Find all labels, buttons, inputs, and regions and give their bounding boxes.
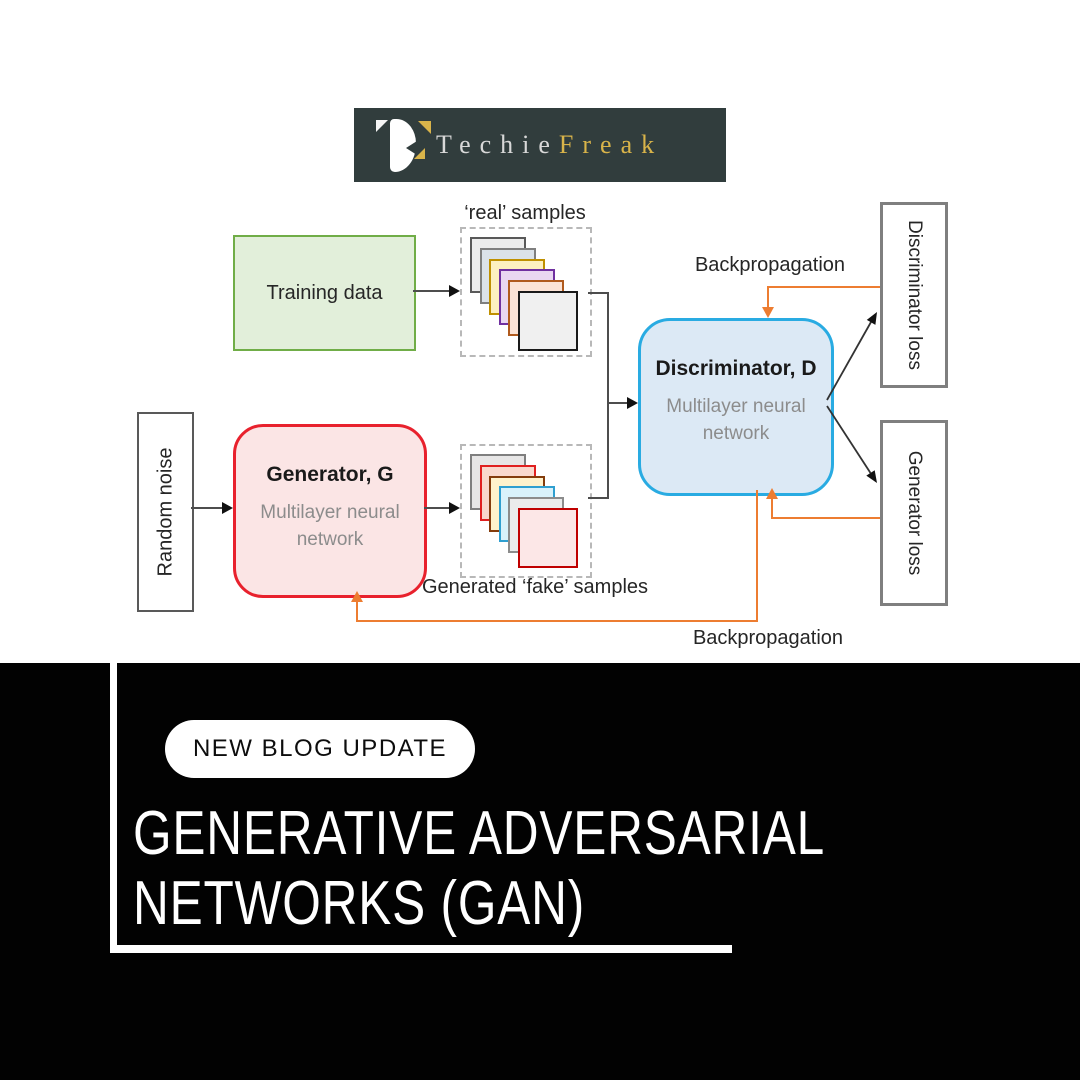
- line-fake-stub: [588, 497, 609, 499]
- line-samples-merge: [607, 292, 609, 499]
- real-samples-stack: [460, 227, 592, 357]
- sample-square: [518, 291, 578, 351]
- fake-samples-label: Generated ‘fake’ samples: [421, 576, 649, 598]
- backprop-genloss-arrowhead: [766, 488, 778, 499]
- backprop-top-arrowhead: [762, 307, 774, 318]
- line-real-stub: [588, 292, 609, 294]
- backprop-genloss-hline: [772, 517, 880, 519]
- post-title-line1: GENERATIVE ADVERSARIAL: [133, 799, 825, 868]
- banner-frame-underline: [110, 945, 732, 953]
- arrowhead-generator-to-fake: [449, 502, 460, 514]
- backprop-bottom-vline-left: [356, 601, 358, 622]
- generator-loss-box: Generator loss: [880, 420, 948, 606]
- logo-monogram-accent-white: [376, 120, 388, 132]
- backprop-bottom-hline: [356, 620, 758, 622]
- random-noise-label: Random noise: [154, 447, 176, 577]
- arrowhead-noise-to-generator: [222, 502, 233, 514]
- backprop-genloss-vline: [771, 499, 773, 519]
- logo-word-freak: Freak: [558, 130, 664, 159]
- training-data-label: Training data: [266, 281, 383, 304]
- backprop-top-hline: [768, 286, 880, 288]
- discriminator-box: Discriminator, D Multilayer neural netwo…: [638, 318, 834, 496]
- generator-title: Generator, G: [266, 463, 394, 486]
- discriminator-title: Discriminator, D: [655, 357, 817, 380]
- backprop-bottom-label: Backpropagation: [692, 627, 844, 649]
- banner-frame-vertical-line: [110, 663, 117, 953]
- random-noise-box: Random noise: [137, 412, 194, 612]
- real-samples-label: ‘real’ samples: [464, 202, 586, 224]
- backprop-bottom-arrowhead: [351, 591, 363, 602]
- arrow-training-to-real: [413, 290, 451, 292]
- arrowhead-samples-to-discriminator: [627, 397, 638, 409]
- generator-loss-label: Generator loss: [904, 450, 925, 576]
- discriminator-loss-box: Discriminator loss: [880, 202, 948, 388]
- logo-monogram-accent-gold-top: [418, 121, 431, 134]
- arrow-noise-to-generator: [191, 507, 224, 509]
- arrowhead-training-to-real: [449, 285, 460, 297]
- post-title-line2: NETWORKS (GAN): [133, 869, 586, 938]
- backprop-top-vline: [767, 286, 769, 308]
- backprop-top-label: Backpropagation: [694, 254, 846, 276]
- arrow-samples-to-discriminator: [608, 402, 628, 404]
- logo-monogram-accent-gold-mid: [414, 148, 425, 159]
- training-data-box: Training data: [233, 235, 416, 351]
- arrow-generator-to-fake: [424, 507, 451, 509]
- backprop-bottom-vline-right: [756, 490, 758, 622]
- new-blog-update-badge: NEW BLOG UPDATE: [165, 720, 475, 778]
- discriminator-loss-label: Discriminator loss: [904, 220, 925, 370]
- generator-subtitle: Multilayer neural network: [260, 502, 400, 550]
- post-title: GENERATIVE ADVERSARIAL NETWORKS (GAN): [133, 799, 825, 939]
- discriminator-subtitle: Multilayer neural network: [666, 396, 806, 444]
- generator-box: Generator, G Multilayer neural network: [233, 424, 427, 598]
- logo-word-techie: Techie: [436, 130, 559, 159]
- badge-label: NEW BLOG UPDATE: [192, 735, 448, 762]
- sample-square: [518, 508, 578, 568]
- fake-samples-stack: [460, 444, 592, 578]
